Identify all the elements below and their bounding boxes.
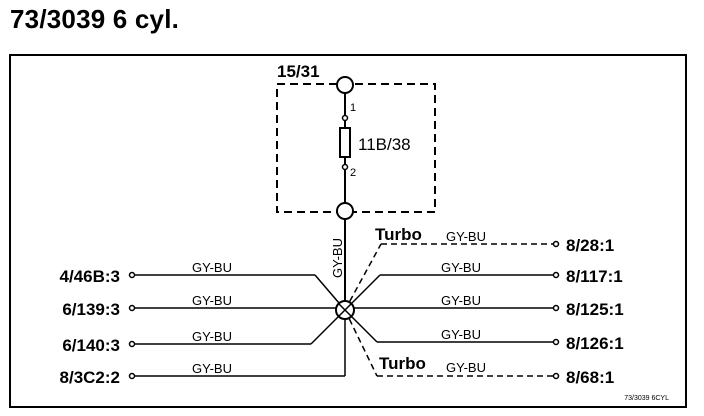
diagram-frame (9, 54, 687, 408)
right-wire-color: GY-BU (446, 229, 486, 244)
left-connector-pin (128, 372, 136, 380)
right-connector-label: 8/125:1 (566, 300, 624, 319)
left-connector-label: 6/140:3 (62, 336, 120, 355)
right-wire-4 (344, 309, 560, 346)
right-connector-label: 8/117:1 (566, 267, 623, 286)
left-wire-2 (128, 304, 345, 312)
left-wire-1 (128, 271, 346, 311)
right-connector-pin (552, 240, 560, 248)
right-connector-label: 8/126:1 (566, 334, 624, 353)
terminal-top-node (336, 76, 354, 94)
terminal-label: 15/31 (277, 62, 320, 81)
left-wire-color: GY-BU (192, 361, 232, 376)
left-connector-label: 4/46B:3 (60, 267, 120, 286)
relay-pin-1 (341, 114, 349, 122)
right-wire-color: GY-BU (446, 360, 486, 375)
terminal-bottom-node (336, 202, 354, 220)
right-wire-turbo-1 (344, 240, 560, 311)
right-connector-label: 8/28:1 (566, 236, 614, 255)
right-connector-pin (552, 271, 560, 279)
turbo-option-label: Turbo (375, 225, 422, 244)
right-connector-pin (552, 304, 560, 312)
left-wire-color: GY-BU (192, 260, 232, 275)
relay-component-label: 11B/38 (358, 135, 411, 154)
left-connector-pin (128, 340, 136, 348)
right-connector-pin (552, 372, 560, 380)
relay-pin-2-label: 2 (350, 167, 356, 179)
turbo-option-label: Turbo (379, 354, 426, 373)
footer-code: 73/3039 6CYL (624, 395, 669, 402)
left-connector-label: 6/139:3 (62, 300, 120, 319)
relay-pin-1-label: 1 (350, 102, 356, 114)
trunk-wire-color: GY-BU (330, 238, 345, 278)
splice-node (335, 300, 355, 320)
left-connector-label: 8/3C2:2 (60, 368, 120, 387)
left-wire-color: GY-BU (192, 293, 232, 308)
relay-pin-2 (341, 163, 349, 171)
right-wire-color: GY-BU (441, 260, 481, 275)
left-connector-pin (128, 271, 136, 279)
right-wire-color: GY-BU (441, 293, 481, 308)
left-wire-3 (128, 309, 346, 348)
right-wire-3 (345, 304, 560, 312)
right-wire-color: GY-BU (441, 327, 481, 342)
relay-fuse (339, 127, 351, 158)
right-connector-pin (552, 338, 560, 346)
relay-enclosure (276, 83, 436, 213)
left-connector-pin (128, 304, 136, 312)
left-wire-4 (128, 310, 346, 380)
left-wire-color: GY-BU (192, 329, 232, 344)
right-connector-label: 8/68:1 (566, 368, 614, 387)
right-wire-turbo-5 (344, 309, 560, 380)
page-title: 73/3039 6 cyl. (10, 4, 180, 34)
